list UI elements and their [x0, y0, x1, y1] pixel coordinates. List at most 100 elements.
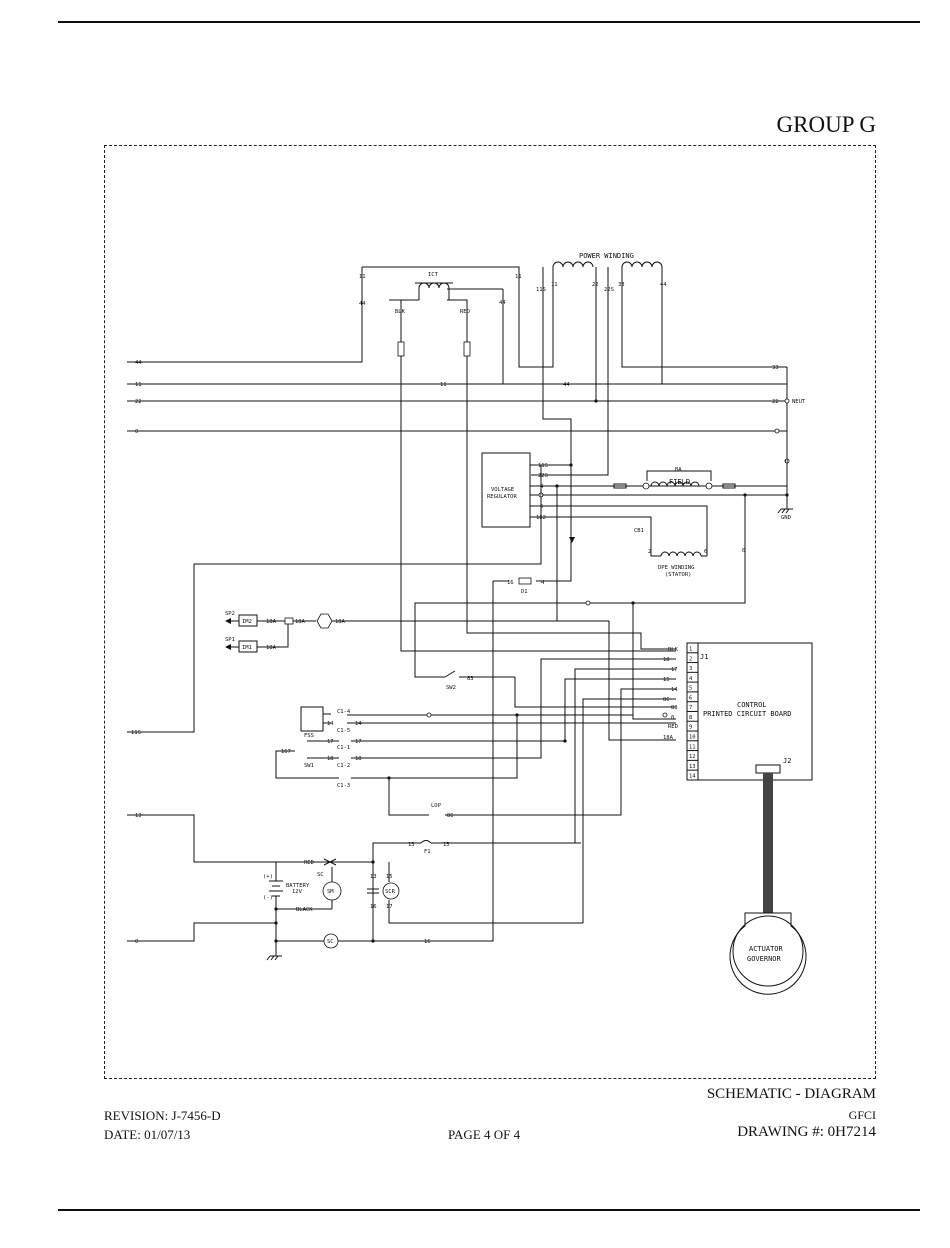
im-wire-18a-d: 18A — [335, 619, 346, 625]
j1-wire-18a: 18A — [663, 735, 674, 741]
j1-pin-13: 13 — [689, 764, 696, 770]
sp1-label: SP1 — [225, 637, 235, 643]
dpe-winding-label-1: DPE WINDING — [658, 565, 694, 571]
c1-wire-14-a: 14 — [327, 721, 334, 727]
c1-wire-17-b: 17 — [355, 739, 362, 745]
j2-label: J2 — [783, 757, 791, 765]
wire-num-11s: 11S — [536, 287, 546, 293]
reg-wire-162: 162 — [536, 515, 546, 521]
wire-num-22s: 22S — [604, 287, 614, 293]
voltage-regulator-label-2: REGULATOR — [487, 494, 517, 500]
j1-pin-14: 14 — [689, 774, 696, 780]
wire-11s — [127, 465, 542, 733]
f1-wire-15: 15 — [443, 842, 450, 848]
sw1-label: SW1 — [304, 763, 314, 769]
red-wire-label: RED — [304, 860, 314, 866]
j1-pin-6: 6 — [689, 695, 692, 701]
red-fuse — [463, 341, 471, 357]
sp-im-section — [225, 613, 347, 653]
sm-label: SM — [327, 889, 334, 895]
wire-num-22: 22 — [592, 282, 599, 288]
sc-contact — [323, 933, 339, 949]
top-rule — [58, 21, 920, 23]
im1-label: IM1 — [242, 645, 252, 651]
field-label: FIELD — [669, 478, 690, 486]
wire-num-33: 33 — [618, 282, 625, 288]
drawing-number: DRAWING #: 0H7214 — [737, 1124, 876, 1140]
regulator-wires — [347, 464, 787, 942]
date: DATE: 01/07/13 — [104, 1127, 191, 1142]
ict-label: ICT — [428, 272, 439, 278]
power-winding-label: POWER WINDING — [579, 252, 634, 260]
terminal-circles — [426, 398, 790, 718]
c1-1-label: C1-1 — [337, 745, 350, 751]
f1-fuse — [372, 840, 581, 862]
lop-wire-86: 86 — [447, 813, 454, 819]
wire-num-11a: 11 — [359, 274, 366, 280]
power-winding-coils — [552, 261, 663, 268]
battery-label-2: 12V — [292, 889, 303, 895]
actuator-label-1: ACTUATOR — [749, 945, 784, 953]
im-wire-18a-a: 18A — [266, 619, 277, 625]
left-wire-0b: 0 — [135, 939, 138, 945]
sm-motor — [322, 881, 342, 901]
wire-num-44a: 44 — [359, 301, 366, 307]
wire-0 — [127, 922, 276, 942]
j1-label: J1 — [700, 653, 708, 661]
drawing-subtitle: GFCI — [848, 1108, 876, 1122]
page-number: PAGE 4 OF 4 — [448, 1127, 521, 1142]
starter-section — [266, 858, 583, 961]
starter-wire-15: 15 — [386, 874, 393, 880]
j1-pin-8: 8 — [689, 715, 692, 721]
j1-wire-red: RED — [668, 724, 678, 730]
j1-wire-blk: BLK — [668, 647, 679, 653]
wire-num-11m: 11 — [440, 382, 447, 388]
connector-section — [275, 603, 676, 923]
reg-wire-11s: 11S — [538, 463, 548, 469]
ba-label: BA — [675, 467, 682, 473]
left-wire-13: 13 — [135, 813, 142, 819]
sp2-label: SP2 — [225, 611, 235, 617]
reg-wire-4: 4 — [540, 484, 544, 490]
d1-wire-16: 16 — [507, 580, 514, 586]
j1-wire-18: 18 — [663, 657, 670, 663]
f1-wire-13: 13 — [408, 842, 415, 848]
j1-pin-12: 12 — [689, 754, 696, 760]
blk-label: BLK — [395, 309, 406, 315]
actuator-label-2: GOVERNOR — [747, 955, 782, 963]
c1-wire-14-b: 14 — [355, 721, 362, 727]
voltage-regulator-box — [481, 452, 531, 528]
wire-num-44m: 44 — [563, 382, 570, 388]
left-wire-11s: 11S — [131, 730, 141, 736]
wire-num-44b: 44 — [499, 300, 506, 306]
sw2-wire-83: 83 — [467, 676, 474, 682]
battery-label-1: BATTERY — [286, 883, 310, 889]
im-wire-18a-b: 18A — [266, 645, 277, 651]
wire-13 — [127, 814, 373, 863]
j1-wire-14: 14 — [671, 687, 678, 693]
wire-num-0-v: 0 — [785, 459, 788, 465]
wire-num-44c: 44 — [660, 282, 667, 288]
c1-4-label: C1-4 — [337, 709, 351, 715]
neut-label: NEUT — [792, 399, 806, 405]
j1-wire-15: 15 — [663, 677, 670, 683]
wire-num-11c: 11 — [551, 282, 558, 288]
c1-wire-18-a: 18 — [327, 756, 334, 762]
bottom-wire-16: 16 — [424, 939, 431, 945]
cb1-label: CB1 — [634, 528, 644, 534]
j1-pin-9: 9 — [689, 725, 692, 731]
j1-wire-86: 86 — [663, 697, 670, 703]
c1-2-label: C1-2 — [337, 763, 350, 769]
j1-pin-1: 1 — [689, 647, 692, 653]
c1-wire-17-a: 17 — [327, 739, 334, 745]
black-wire-label: BLACK — [296, 907, 313, 913]
c1-wire-18-b: 18 — [355, 756, 362, 762]
d1-label: D1 — [521, 589, 528, 595]
dpe-wire-2: 2 — [648, 549, 651, 555]
j1-pin-11: 11 — [689, 744, 696, 750]
sc-contact-label: SC — [327, 939, 334, 945]
j1-wire-17: 17 — [671, 667, 678, 673]
field-assembly — [613, 470, 736, 490]
j1-wire-83: 83 — [671, 705, 678, 711]
